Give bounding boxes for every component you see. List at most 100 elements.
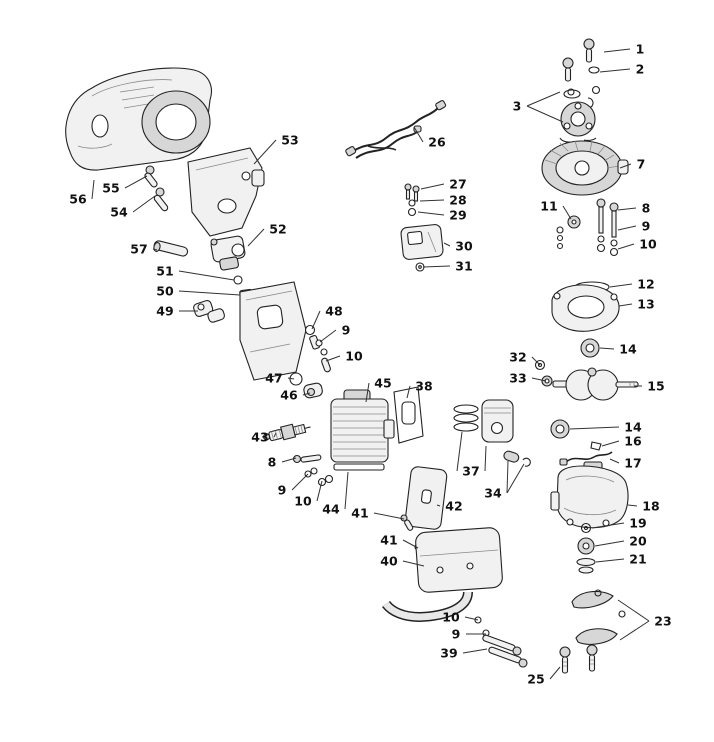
callout-label-48[interactable]: 48 [325, 304, 342, 319]
callout-label-15[interactable]: 15 [647, 379, 664, 394]
callout-label-10[interactable]: 10 [442, 610, 460, 625]
callout-29[interactable]: 29 [417, 208, 467, 223]
callout-41[interactable]: 41 [351, 506, 405, 521]
callout-label-10[interactable]: 10 [639, 237, 657, 252]
callout-54[interactable]: 54 [110, 195, 156, 220]
callout-label-23[interactable]: 23 [654, 614, 671, 629]
callout-label-39[interactable]: 39 [440, 646, 457, 661]
callout-label-8[interactable]: 8 [642, 201, 651, 216]
callout-9[interactable]: 9 [278, 473, 309, 498]
callout-label-21[interactable]: 21 [629, 552, 646, 567]
callout-8[interactable]: 8 [268, 455, 297, 470]
callout-label-7[interactable]: 7 [637, 157, 646, 172]
callout-31[interactable]: 31 [422, 259, 473, 274]
callout-38[interactable]: 38 [406, 379, 433, 399]
callout-label-14[interactable]: 14 [619, 342, 637, 357]
callout-label-10[interactable]: 10 [345, 349, 363, 364]
callout-label-9[interactable]: 9 [642, 219, 651, 234]
callout-label-10[interactable]: 10 [294, 494, 312, 509]
callout-label-12[interactable]: 12 [637, 277, 654, 292]
callout-55[interactable]: 55 [102, 175, 148, 196]
callout-label-9[interactable]: 9 [278, 483, 287, 498]
callout-label-33[interactable]: 33 [509, 371, 526, 386]
callout-26[interactable]: 26 [413, 126, 446, 150]
callout-label-2[interactable]: 2 [636, 62, 645, 77]
callout-label-41[interactable]: 41 [351, 506, 368, 521]
callout-43[interactable]: 43 [251, 430, 277, 445]
callout-label-41[interactable]: 41 [380, 533, 397, 548]
callout-25[interactable]: 25 [527, 666, 561, 687]
callout-9[interactable]: 9 [452, 627, 486, 642]
callout-44[interactable]: 44 [322, 471, 349, 517]
callout-11[interactable]: 11 [540, 199, 572, 220]
callout-32[interactable]: 32 [509, 350, 541, 366]
callout-45[interactable]: 45 [365, 376, 392, 403]
callout-label-43[interactable]: 43 [251, 430, 268, 445]
callout-15[interactable]: 15 [634, 379, 665, 394]
callout-28[interactable]: 28 [419, 193, 467, 208]
callout-56[interactable]: 56 [69, 179, 95, 207]
callout-10[interactable]: 10 [294, 480, 323, 509]
callout-label-28[interactable]: 28 [449, 193, 466, 208]
callout-label-31[interactable]: 31 [455, 259, 472, 274]
callout-21[interactable]: 21 [595, 552, 647, 567]
callout-label-49[interactable]: 49 [156, 304, 173, 319]
callout-label-53[interactable]: 53 [281, 133, 298, 148]
callout-label-3[interactable]: 3 [513, 99, 522, 114]
callout-10[interactable]: 10 [617, 237, 657, 252]
callout-label-51[interactable]: 51 [156, 264, 173, 279]
callout-57[interactable]: 57 [130, 242, 158, 257]
callout-label-54[interactable]: 54 [110, 205, 128, 220]
callout-label-16[interactable]: 16 [624, 434, 642, 449]
callout-34[interactable]: 34 [484, 460, 525, 501]
callout-label-37[interactable]: 37 [462, 464, 479, 479]
callout-label-13[interactable]: 13 [637, 297, 654, 312]
callout-label-29[interactable]: 29 [449, 208, 466, 223]
callout-14[interactable]: 14 [569, 420, 642, 435]
callout-41[interactable]: 41 [380, 533, 419, 549]
callout-12[interactable]: 12 [609, 277, 655, 292]
callout-18[interactable]: 18 [627, 499, 660, 514]
callout-label-38[interactable]: 38 [415, 379, 432, 394]
callout-27[interactable]: 27 [420, 177, 467, 192]
callout-16[interactable]: 16 [601, 434, 642, 449]
callout-label-42[interactable]: 42 [445, 499, 462, 514]
callout-label-46[interactable]: 46 [280, 388, 298, 403]
callout-label-8[interactable]: 8 [268, 455, 277, 470]
callout-label-20[interactable]: 20 [629, 534, 647, 549]
callout-50[interactable]: 50 [156, 284, 241, 299]
callout-label-9[interactable]: 9 [452, 627, 461, 642]
callout-label-9[interactable]: 9 [342, 323, 351, 338]
callout-2[interactable]: 2 [599, 62, 645, 77]
callout-19[interactable]: 19 [591, 516, 647, 531]
callout-33[interactable]: 33 [509, 371, 547, 386]
callout-1[interactable]: 1 [603, 42, 644, 57]
callout-label-11[interactable]: 11 [540, 199, 557, 214]
callout-30[interactable]: 30 [443, 239, 473, 254]
callout-37[interactable]: 37 [456, 431, 487, 479]
callout-label-57[interactable]: 57 [130, 242, 147, 257]
callout-47[interactable]: 47 [265, 371, 295, 386]
callout-label-50[interactable]: 50 [156, 284, 174, 299]
callout-39[interactable]: 39 [440, 646, 488, 661]
callout-52[interactable]: 52 [247, 222, 287, 247]
callout-23[interactable]: 23 [617, 599, 672, 641]
callout-label-47[interactable]: 47 [265, 371, 282, 386]
callout-label-55[interactable]: 55 [102, 181, 119, 196]
callout-label-52[interactable]: 52 [269, 222, 286, 237]
callout-label-19[interactable]: 19 [629, 516, 646, 531]
callout-label-14[interactable]: 14 [624, 420, 642, 435]
callout-label-45[interactable]: 45 [374, 376, 391, 391]
callout-10[interactable]: 10 [442, 610, 479, 625]
callout-14[interactable]: 14 [599, 342, 637, 357]
callout-42[interactable]: 42 [436, 499, 463, 514]
callout-13[interactable]: 13 [618, 297, 655, 312]
callout-48[interactable]: 48 [311, 304, 343, 330]
callout-label-40[interactable]: 40 [380, 554, 398, 569]
callout-label-27[interactable]: 27 [449, 177, 466, 192]
callout-49[interactable]: 49 [156, 304, 198, 319]
callout-8[interactable]: 8 [617, 201, 651, 216]
callout-label-56[interactable]: 56 [69, 192, 87, 207]
callout-label-18[interactable]: 18 [642, 499, 659, 514]
callout-10[interactable]: 10 [325, 349, 363, 364]
